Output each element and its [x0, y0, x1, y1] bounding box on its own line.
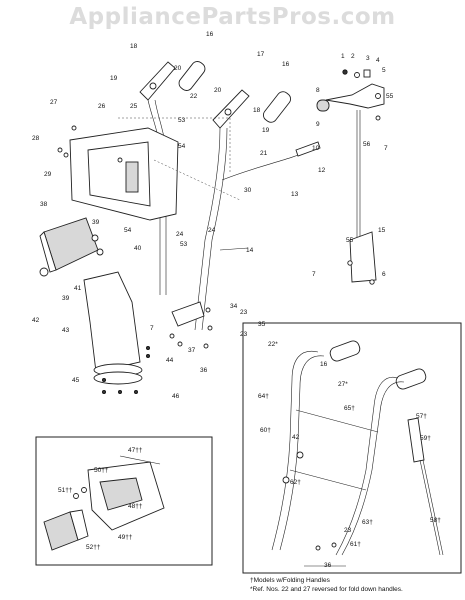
part-number-label: 30	[244, 187, 252, 194]
part-number-label: 57†	[416, 413, 427, 420]
part-number-label: 19	[110, 75, 118, 82]
part-number-label: 23	[240, 331, 248, 338]
part-number-label: 46	[172, 393, 180, 400]
part-number-label: 55	[386, 93, 394, 100]
part-number-label: 55	[346, 237, 354, 244]
part-number-label: 65†	[344, 405, 355, 412]
folding-note: †Models w/Folding Handles	[250, 577, 331, 584]
part-number-label: 52††	[86, 544, 101, 551]
part-number-label: 12	[318, 167, 326, 174]
chute-part-labels: 47†† 50†† 51†† 48†† 49†† 52††	[58, 447, 143, 551]
chute-control-inset	[35, 436, 213, 566]
part-number-label: 48††	[128, 503, 143, 510]
control-rod-assembly	[316, 69, 385, 285]
part-number-label: 43	[62, 327, 70, 334]
part-number-label: 63†	[362, 519, 373, 526]
part-number-label: 62†	[290, 479, 301, 486]
part-number-label: 27	[50, 99, 58, 106]
part-number-label: 13	[291, 191, 299, 198]
part-number-label: 51††	[58, 487, 73, 494]
part-number-label: 56	[363, 141, 371, 148]
part-number-label: 40	[134, 245, 142, 252]
part-number-label: 44	[166, 357, 174, 364]
part-number-label: 18	[130, 43, 138, 50]
part-number-label: 19	[262, 127, 270, 134]
part-number-label: 26	[98, 103, 106, 110]
part-number-label: 10	[312, 145, 320, 152]
part-number-label: 7	[150, 325, 154, 332]
part-number-label: 16	[206, 31, 214, 38]
part-number-label: 53	[178, 117, 186, 124]
folding-part-labels: 22* 16 27* 64† 65† 60† 42 62† 63† 57† 59† 58† 23 61† 3…	[258, 341, 441, 569]
part-number-label: 35	[258, 321, 266, 328]
part-number-label: 58†	[430, 517, 441, 524]
part-number-label: 8	[316, 87, 320, 94]
part-number-label: 61†	[350, 541, 361, 548]
part-number-label: 18	[253, 107, 261, 114]
part-number-label: 22*	[268, 341, 278, 348]
folding-handle-inset	[242, 322, 462, 574]
part-number-label: 29	[44, 171, 52, 178]
upper-handles	[139, 61, 321, 331]
part-number-label: 39	[62, 295, 70, 302]
part-number-label: 42	[292, 434, 300, 441]
part-number-label: 9	[316, 121, 320, 128]
part-number-label: 7	[312, 271, 316, 278]
part-number-label: 42	[32, 317, 40, 324]
part-number-label: 60†	[260, 427, 271, 434]
part-number-label: 5	[382, 67, 386, 74]
part-number-label: 34	[230, 303, 238, 310]
dash-panel	[57, 125, 179, 221]
part-number-label: 54	[124, 227, 132, 234]
part-number-label: 6	[382, 271, 386, 278]
watermark: AppliancePartsPros.com	[69, 4, 396, 30]
part-number-label: 38	[40, 201, 48, 208]
chute-deflector	[39, 217, 104, 277]
part-number-label: 25	[130, 103, 138, 110]
part-number-label: 16	[320, 361, 328, 368]
part-number-label: 23	[240, 309, 248, 316]
part-number-label: 49††	[118, 534, 133, 541]
part-number-label: 16	[282, 61, 290, 68]
part-number-label: 39	[92, 219, 100, 226]
reversed-note: *Ref. Nos. 22 and 27 reversed for fold d…	[250, 586, 403, 593]
part-number-label: 7	[384, 145, 388, 152]
part-number-label: 37	[188, 347, 196, 354]
part-number-label: 24	[176, 231, 184, 238]
part-number-label: 17	[257, 51, 265, 58]
part-number-label: 41	[74, 285, 82, 292]
part-number-label: 50††	[94, 467, 109, 474]
part-number-label: 20	[214, 87, 222, 94]
part-number-label: 21	[260, 150, 268, 157]
part-number-label: 4	[376, 57, 380, 64]
part-number-label: 20	[174, 65, 182, 72]
lower-hardware	[118, 117, 241, 349]
part-number-label: 47††	[128, 447, 143, 454]
part-number-label: 3	[366, 55, 370, 62]
part-number-label: 27*	[338, 381, 348, 388]
part-number-label: 15	[378, 227, 386, 234]
part-number-label: 28	[32, 135, 40, 142]
part-number-label: 2	[351, 53, 355, 60]
part-number-label: 23	[344, 527, 352, 534]
part-number-label: 59†	[420, 435, 431, 442]
part-number-label: 53	[180, 241, 188, 248]
part-number-label: 45	[72, 377, 80, 384]
part-number-label: 24	[208, 227, 216, 234]
part-number-label: 22	[190, 93, 198, 100]
part-number-label: 64†	[258, 393, 269, 400]
part-number-label: 36	[324, 562, 332, 569]
part-number-label: 1	[341, 53, 345, 60]
part-number-label: 36	[200, 367, 208, 374]
part-number-label: 14	[246, 247, 254, 254]
part-number-label: 54	[178, 143, 186, 150]
discharge-chute	[83, 271, 150, 394]
